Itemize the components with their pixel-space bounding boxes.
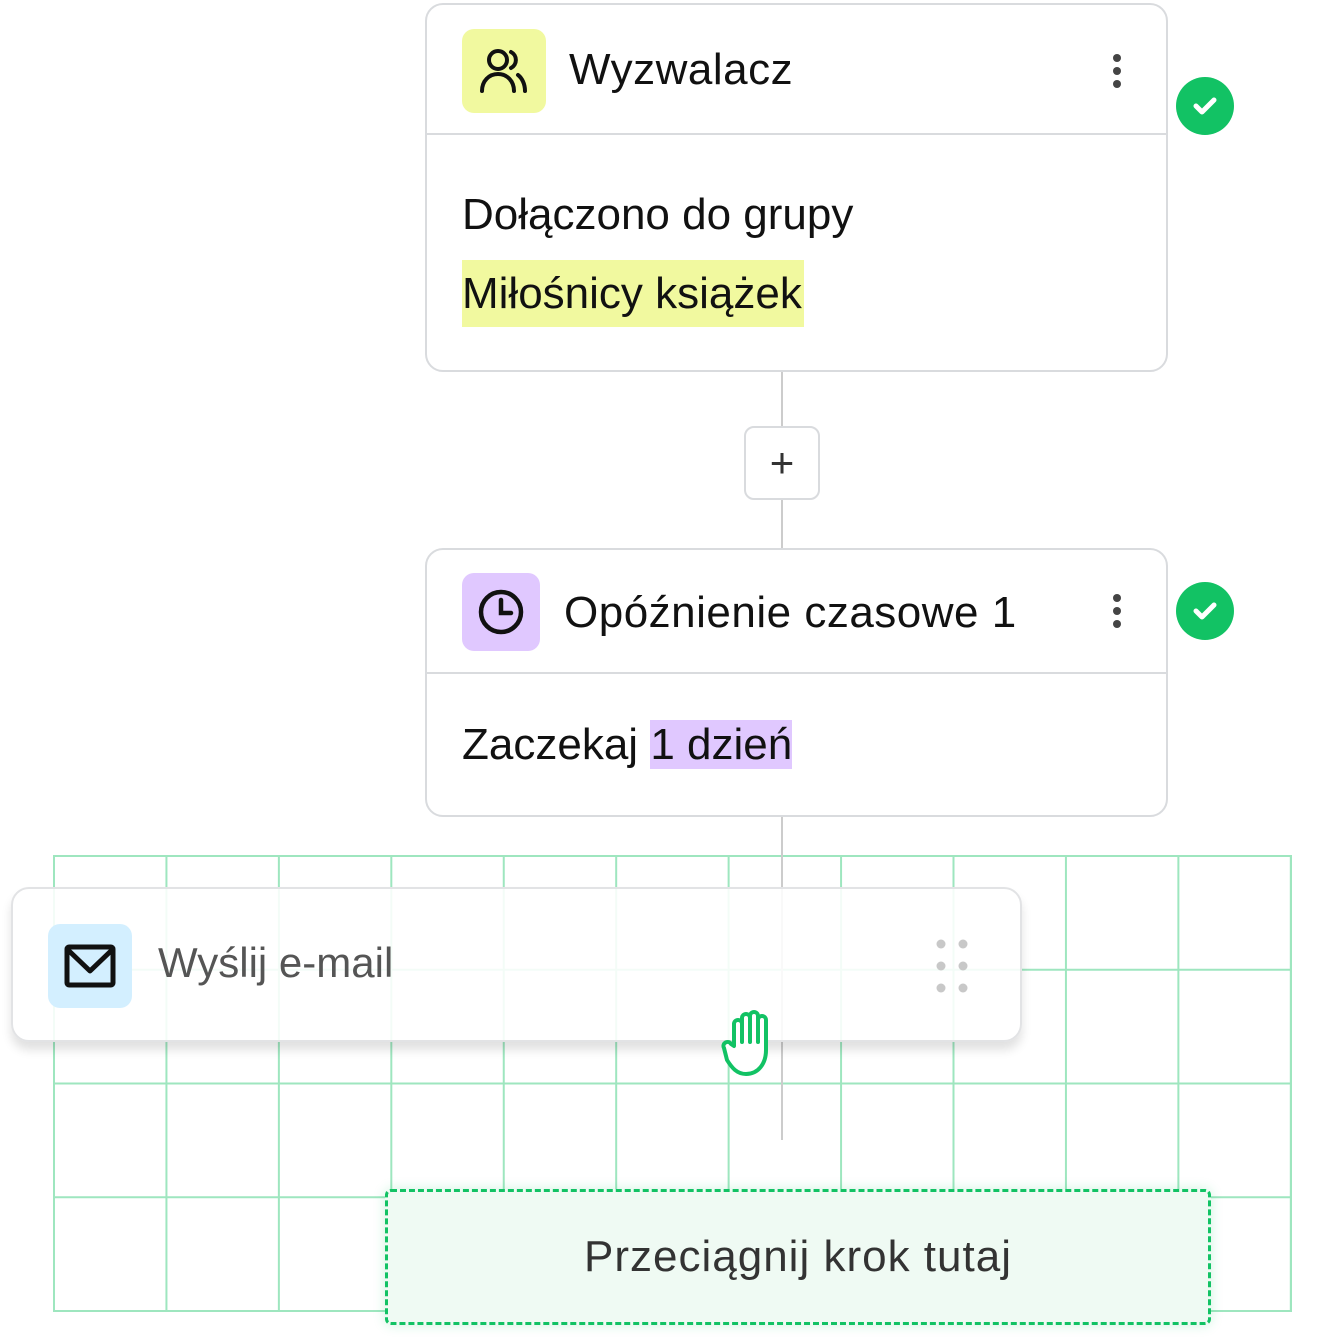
more-options-icon[interactable]: [1113, 594, 1121, 633]
drop-zone[interactable]: Przeciągnij krok tutaj: [385, 1189, 1211, 1325]
card-header: [427, 550, 1166, 674]
dragged-step-send-email[interactable]: Wyślij e-mail: [11, 887, 1022, 1042]
delay-prefix: Zaczekaj: [462, 720, 639, 769]
check-icon: [1176, 77, 1234, 135]
card-title: Opóźnienie czasowe 1: [564, 588, 1017, 637]
more-options-icon[interactable]: [1113, 54, 1121, 93]
delay-duration-highlight[interactable]: 1 dzień: [650, 720, 793, 769]
delay-description: Zaczekaj 1 dzień: [462, 718, 793, 772]
mail-icon: [48, 924, 132, 1008]
step-label: Wyślij e-mail: [158, 939, 394, 986]
check-icon: [1176, 582, 1234, 640]
group-name-highlight[interactable]: Miłośnicy książek: [462, 260, 804, 327]
grab-cursor-icon: [718, 1006, 780, 1083]
connector-line: [781, 500, 783, 548]
add-step-button[interactable]: +: [744, 426, 820, 500]
connector-line: [781, 372, 783, 426]
card-title: Wyzwalacz: [569, 45, 794, 94]
drop-zone-label: Przeciągnij krok tutaj: [584, 1232, 1012, 1281]
drag-handle-icon[interactable]: [936, 939, 968, 993]
trigger-card[interactable]: Wyzwalacz Dołączono do grupy Miłośnicy k…: [425, 3, 1168, 372]
clock-icon: [462, 573, 540, 651]
delay-card[interactable]: Opóźnienie czasowe 1 Zaczekaj 1 dzień: [425, 548, 1168, 817]
card-header: [427, 5, 1166, 135]
users-icon: [462, 29, 546, 113]
trigger-description: Dołączono do grupy: [462, 190, 854, 239]
